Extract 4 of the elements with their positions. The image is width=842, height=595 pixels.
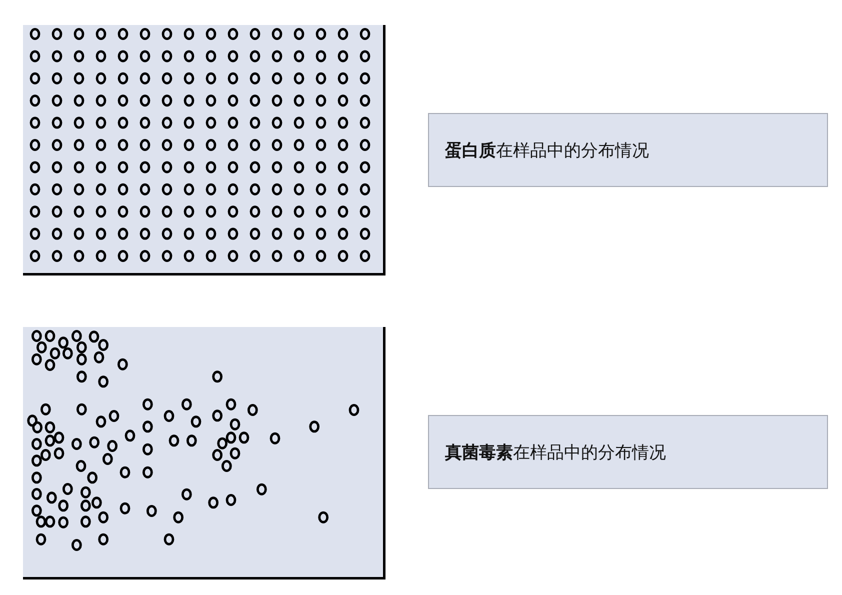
- label-box: [428, 113, 828, 187]
- label-box: [428, 415, 828, 489]
- caption-text: 真菌毒素在样品中的分布情况: [445, 442, 666, 464]
- caption-text: 蛋白质在样品中的分布情况: [445, 140, 649, 162]
